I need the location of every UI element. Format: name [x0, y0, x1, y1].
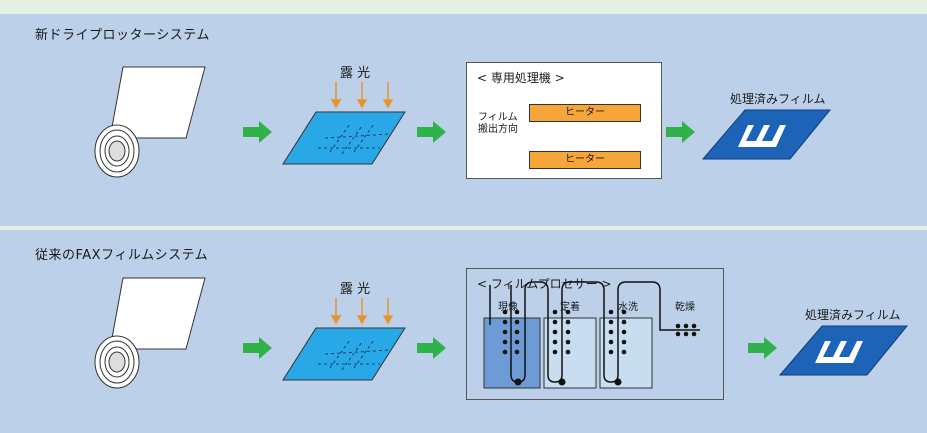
exposure-label: 露 光 — [340, 282, 371, 297]
heater-top: ヒーター — [529, 104, 641, 122]
heater-bottom: ヒーター — [529, 151, 641, 169]
flow-arrow-3 — [666, 121, 695, 143]
flow-arrow-2 — [417, 121, 446, 143]
film-processor-box: < フィルムプロセサー > — [466, 268, 724, 400]
tank-label-dry: 乾燥 — [675, 302, 695, 313]
old-system-title: 従来のFAXフィルムシステム — [35, 248, 209, 263]
film-roll-icon — [94, 277, 206, 389]
tank-label-fix: 定着 — [560, 302, 580, 313]
processed-film-new — [701, 109, 832, 160]
processor-title: < 専用処理機 > — [477, 71, 565, 85]
tank-label-develop: 現像 — [498, 302, 518, 313]
old-system-drawing — [94, 277, 909, 389]
carry-direction-label-2: 搬出方向 — [478, 124, 518, 135]
exposure-label: 露 光 — [340, 66, 371, 81]
tank-label-wash: 水洗 — [618, 302, 638, 313]
new-system-panel: 新ドライプロッターシステム — [0, 14, 927, 226]
flow-arrow-3 — [748, 337, 777, 359]
carry-direction-label-1: フィルム — [478, 112, 518, 123]
exposure-arrows — [330, 82, 394, 109]
processing-tanks — [483, 281, 700, 389]
flow-arrow-2 — [417, 337, 446, 359]
processor-title: < フィルムプロセサー > — [477, 277, 612, 291]
flow-arrow-1 — [243, 337, 272, 359]
processed-film-old — [778, 325, 909, 376]
exposed-film-sheet — [282, 111, 406, 165]
processed-film-label-new: 処理済みフィルム — [730, 92, 826, 106]
flow-arrow-1 — [243, 121, 272, 143]
exposure-arrows — [330, 298, 394, 325]
old-system-panel: 従来のFAXフィルムシステム — [0, 230, 927, 433]
new-system-title: 新ドライプロッターシステム — [35, 28, 210, 43]
film-roll-icon — [94, 66, 206, 178]
new-system-drawing — [94, 66, 832, 178]
processed-film-label-old: 処理済みフィルム — [805, 308, 901, 322]
exposed-film-sheet — [282, 327, 406, 381]
